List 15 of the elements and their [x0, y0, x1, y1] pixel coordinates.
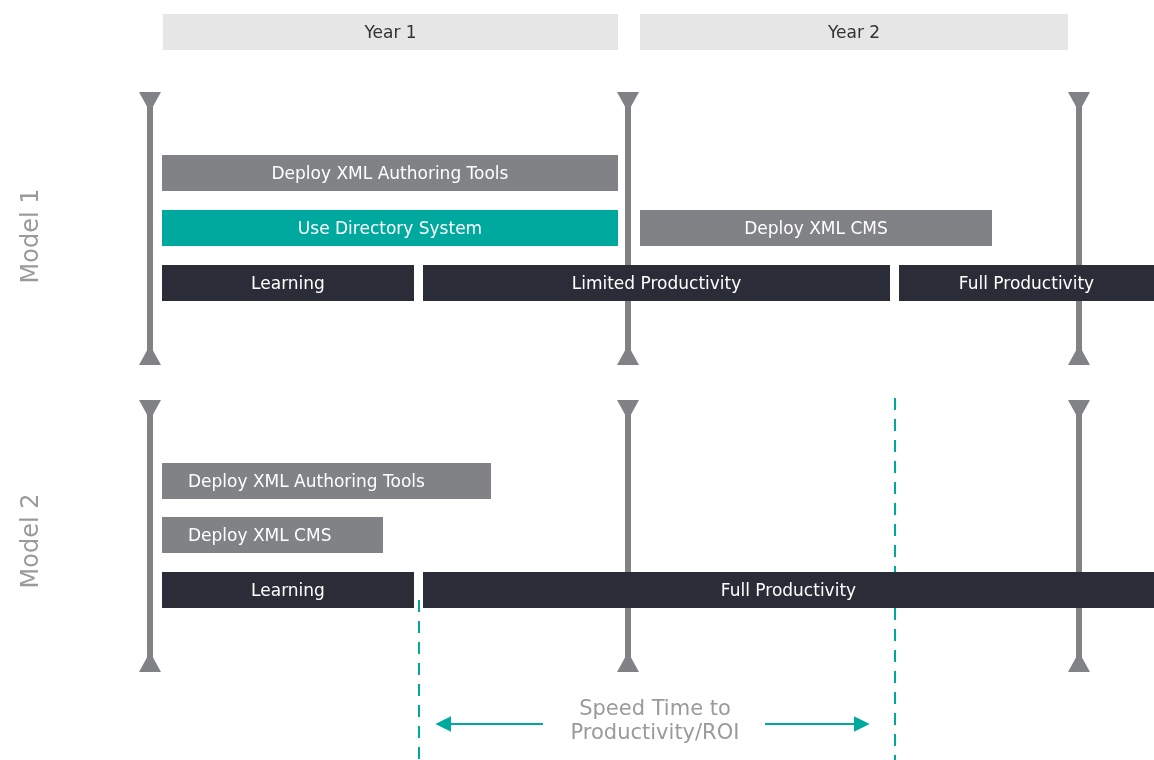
- annotation-text: Speed Time to Productivity/ROI: [569, 696, 741, 744]
- task-bar: Deploy XML Authoring Tools: [162, 155, 618, 191]
- phase-bar: Limited Productivity: [423, 265, 890, 301]
- phase-bar: Learning: [162, 572, 414, 608]
- year-band: Year 1: [163, 14, 618, 50]
- task-bar: Deploy XML CMS: [162, 517, 383, 553]
- row-label: Model 2: [16, 492, 44, 591]
- phase-bar: Learning: [162, 265, 414, 301]
- task-bar: Deploy XML Authoring Tools: [162, 463, 491, 499]
- phase-bar: Full Productivity: [899, 265, 1154, 301]
- row-label: Model 1: [16, 187, 44, 286]
- task-bar: Use Directory System: [162, 210, 618, 246]
- phase-bar: Full Productivity: [423, 572, 1154, 608]
- task-bar: Deploy XML CMS: [640, 210, 992, 246]
- year-band: Year 2: [640, 14, 1068, 50]
